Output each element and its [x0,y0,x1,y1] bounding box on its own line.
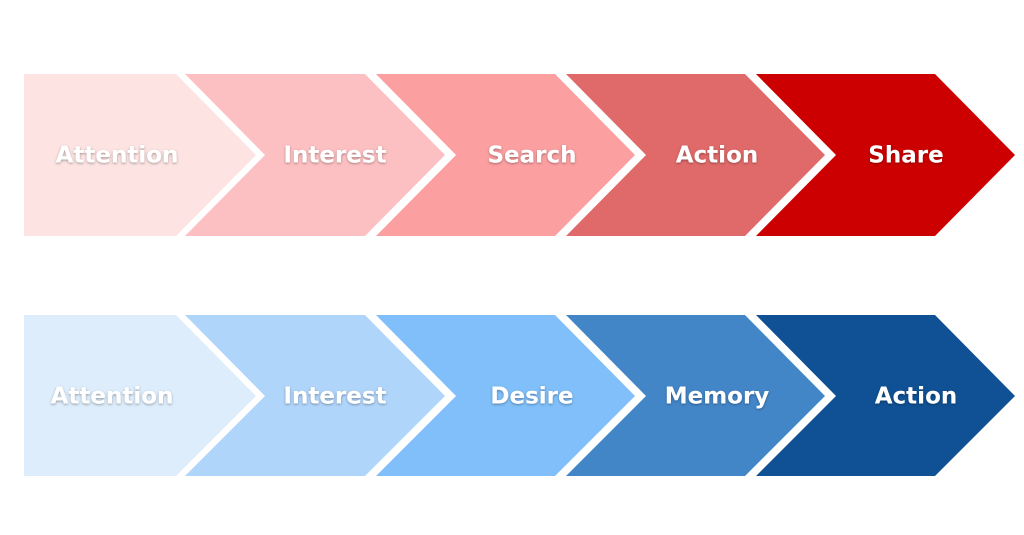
row-2-stage-2-arrow [185,315,445,476]
row-2-flow: Attention Interest Desire Memory Action [24,315,1015,476]
row-1-stage-1-arrow [24,74,256,236]
row-1-stage-2-arrow [185,74,445,236]
row-1-stage-5-label: Share [868,143,943,169]
row-2-stage-3-label: Desire [490,384,573,410]
row-2-stage-2-label: Interest [283,384,386,410]
row-2-stage-4-arrow [566,315,825,476]
row-2-stage-3-arrow [376,315,635,476]
row-2-stage-5-arrow [756,315,1015,476]
row-1-stage-4-arrow [566,74,825,236]
row-2-stage-4-label: Memory [665,384,770,410]
row-1-flow: Attention Interest Search Action Share [24,74,1015,236]
row-2-stage-1-arrow [24,315,256,476]
row-1-stage-4-label: Action [676,143,759,169]
row-2-stage-5-label: Action [875,384,958,410]
row-1-stage-3-arrow [376,74,635,236]
row-1-stage-2-label: Interest [283,143,386,169]
row-1-stage-3-label: Search [487,143,576,169]
row-1-stage-5-arrow [756,74,1015,236]
row-1-stage-1-label: Attention [56,143,179,169]
row-2-stage-1-label: Attention [51,384,174,410]
